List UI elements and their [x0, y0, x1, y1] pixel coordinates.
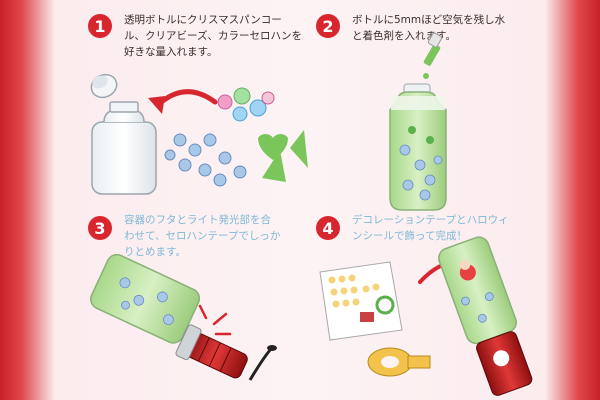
sticker-sheet-icon	[319, 261, 403, 341]
dropper-icon	[423, 32, 443, 79]
tape-marks-icon	[198, 304, 232, 336]
sequins-icon	[164, 133, 247, 187]
bottle-sideways-icon	[90, 253, 201, 344]
step-4-text: デコレーションテープとハロウィ ンシールで飾って完成！	[352, 214, 509, 242]
cap-icon	[90, 73, 118, 99]
curved-arrow-icon	[148, 89, 218, 114]
step-1-number: 1	[88, 14, 112, 38]
bottle-icon	[91, 101, 157, 195]
strap-icon	[248, 345, 277, 381]
step-4-number: 4	[316, 216, 340, 240]
step-3-text: 容器のフタとライト発光部を合 わせて、セロハンテープでしっか りとめます。	[124, 214, 281, 258]
decorated-bottle-icon	[438, 236, 533, 396]
step-3-number: 3	[88, 216, 112, 240]
filled-bottle-icon	[389, 83, 447, 211]
step-1-text: 透明ボトルにクリスマスパンコー ル、クリアビーズ、カラーセロハンを 好きな量入れ…	[124, 14, 302, 58]
flashlight-icon	[175, 324, 248, 379]
step-2-number: 2	[316, 14, 340, 38]
beads-icon	[217, 87, 275, 122]
tape-roll-icon	[367, 347, 431, 377]
cellophane-icon	[258, 130, 308, 182]
